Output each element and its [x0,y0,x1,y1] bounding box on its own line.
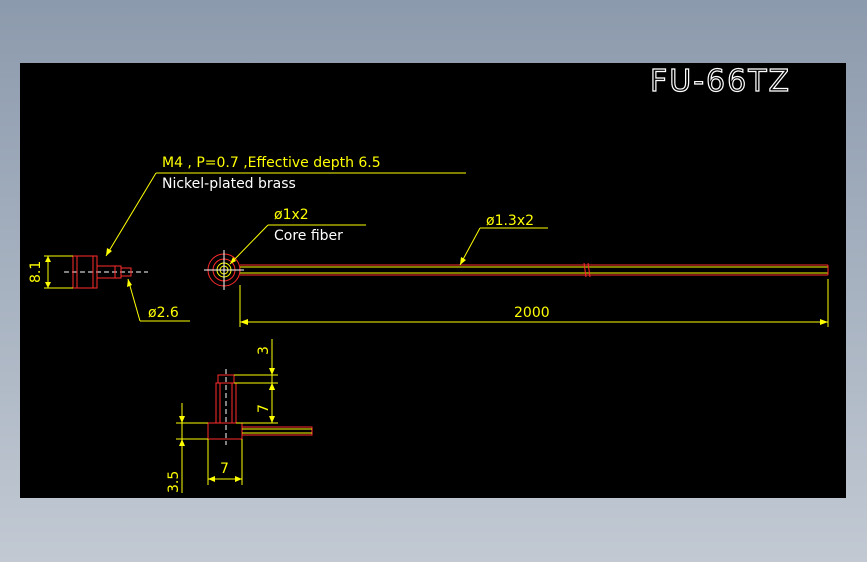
sheath-leader: ø1.3x2 [459,213,548,266]
thread-leader: M4 , P=0.7 ,Effective depth 6.5 Nickel-p… [105,155,466,257]
technical-drawing: FU-66TZ 8.1 M4 , P=0.7 ,Effective depth … [28,63,829,493]
head-side-view [64,255,148,289]
dim-3-5-label: 3.5 [166,471,182,493]
dim-3-label: 3 [256,346,272,355]
dim-length-label: 2000 [514,305,550,321]
core-leader: ø1x2 Core fiber [229,207,366,265]
right-angle-head [207,369,313,445]
fiber-cable [240,262,829,278]
dim-head-height: 8.1 [28,255,73,289]
sheath-diameter-label: ø1.3x2 [486,213,534,229]
core-diameter-label: ø1x2 [274,207,309,223]
dim-7-horizontal: 7 [207,439,243,485]
material-label: Nickel-plated brass [162,176,296,192]
dim-head-height-label: 8.1 [28,261,44,283]
drawing-title: FU-66TZ [650,64,791,99]
dim-3: 3 [234,339,278,390]
core-fiber-label: Core fiber [274,228,343,244]
head-front-view [204,250,244,290]
dim-7-horizontal-label: 7 [220,461,229,477]
tip-diameter-label: ø2.6 [148,305,179,321]
thread-spec-label: M4 , P=0.7 ,Effective depth 6.5 [162,155,381,171]
dim-7-vertical-label: 7 [256,404,272,413]
dim-7-vertical: 7 [236,383,278,424]
dim-length: 2000 [239,279,829,327]
dim-3-5: 3.5 [166,403,208,493]
drawing-canvas: FU-66TZ 8.1 M4 , P=0.7 ,Effective depth … [20,63,846,498]
tip-leader: ø2.6 [127,278,190,322]
